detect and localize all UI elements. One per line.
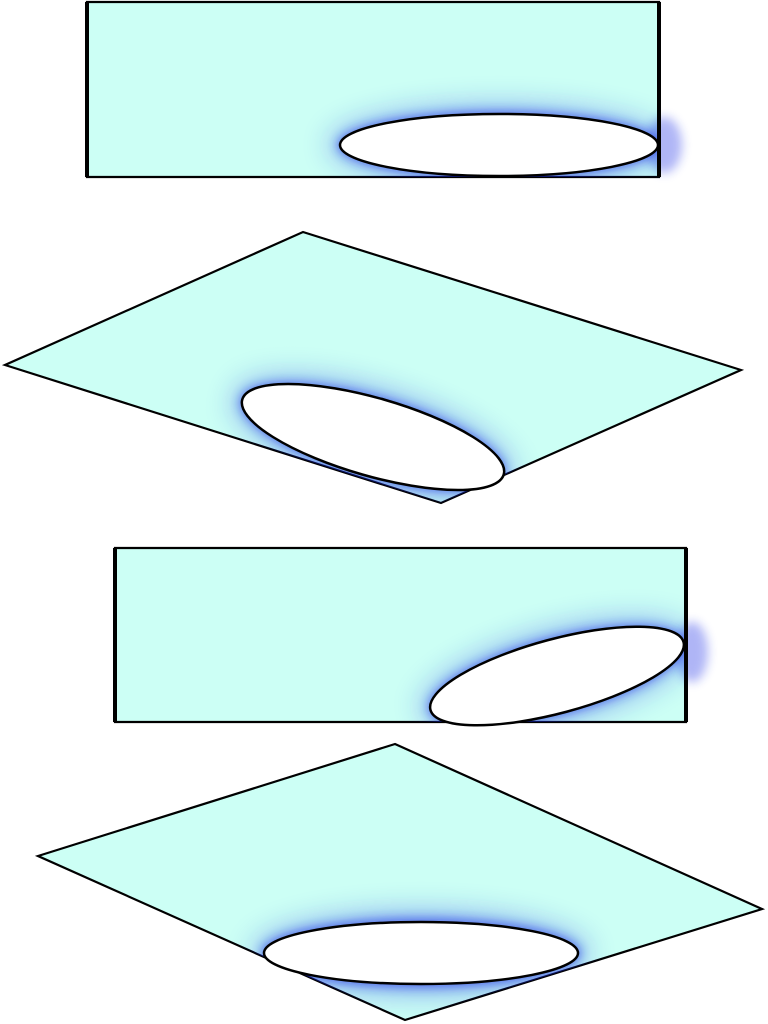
plane-2 bbox=[1, 230, 745, 505]
hole-4 bbox=[262, 920, 580, 986]
panel-2-parallelogram bbox=[1, 230, 745, 505]
panel-4-parallelogram bbox=[34, 742, 766, 1022]
hole-3 bbox=[428, 625, 686, 727]
panel-1-rectangle bbox=[85, 0, 682, 179]
panel-3-rectangle bbox=[113, 546, 708, 727]
hole-1 bbox=[338, 112, 660, 178]
hole-glow-outside-1 bbox=[646, 117, 682, 173]
hole-2 bbox=[240, 382, 506, 492]
